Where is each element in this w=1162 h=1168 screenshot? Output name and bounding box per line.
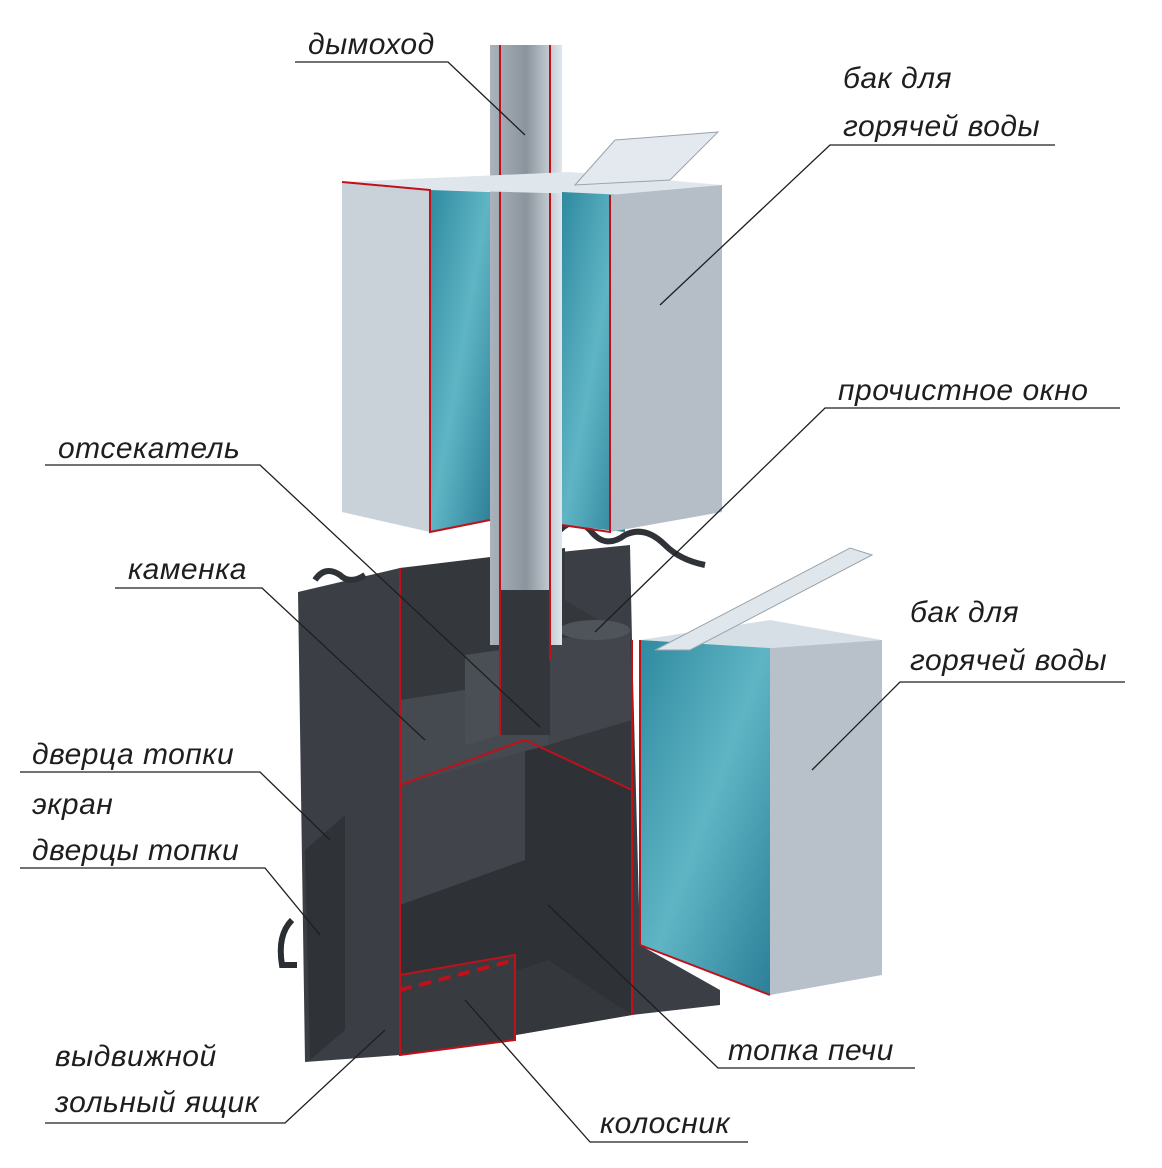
label-door-screen-line2: дверцы топки xyxy=(32,834,240,867)
label-upper-tank-line2: горячей воды xyxy=(843,110,1041,143)
label-chimney: дымоход xyxy=(308,28,435,61)
label-upper-tank-line1: бак для xyxy=(843,62,953,95)
label-side-tank-line2: горячей воды xyxy=(910,644,1108,677)
leader-lines xyxy=(20,61,1125,1143)
side-water-tank xyxy=(639,547,882,996)
stove-body xyxy=(277,519,720,1062)
label-firebox-door: дверца топки xyxy=(32,738,235,771)
door-handle xyxy=(277,917,297,968)
label-firebox: топка печи xyxy=(728,1034,894,1067)
label-ash-drawer-line2: зольный ящик xyxy=(55,1086,260,1119)
chimney-pipe xyxy=(490,45,562,735)
label-grate: колосник xyxy=(600,1107,731,1140)
label-door-screen-line1: экран xyxy=(32,788,114,821)
firebox-door xyxy=(305,815,345,1060)
label-ash-drawer-line1: выдвижной xyxy=(55,1040,217,1073)
upper-water-tank xyxy=(341,131,722,534)
label-side-tank-line1: бак для xyxy=(910,596,1020,629)
label-cleaning-window: прочистное окно xyxy=(838,374,1089,407)
label-heater-stones: каменка xyxy=(128,553,247,586)
label-cutoff: отсекатель xyxy=(58,432,241,465)
